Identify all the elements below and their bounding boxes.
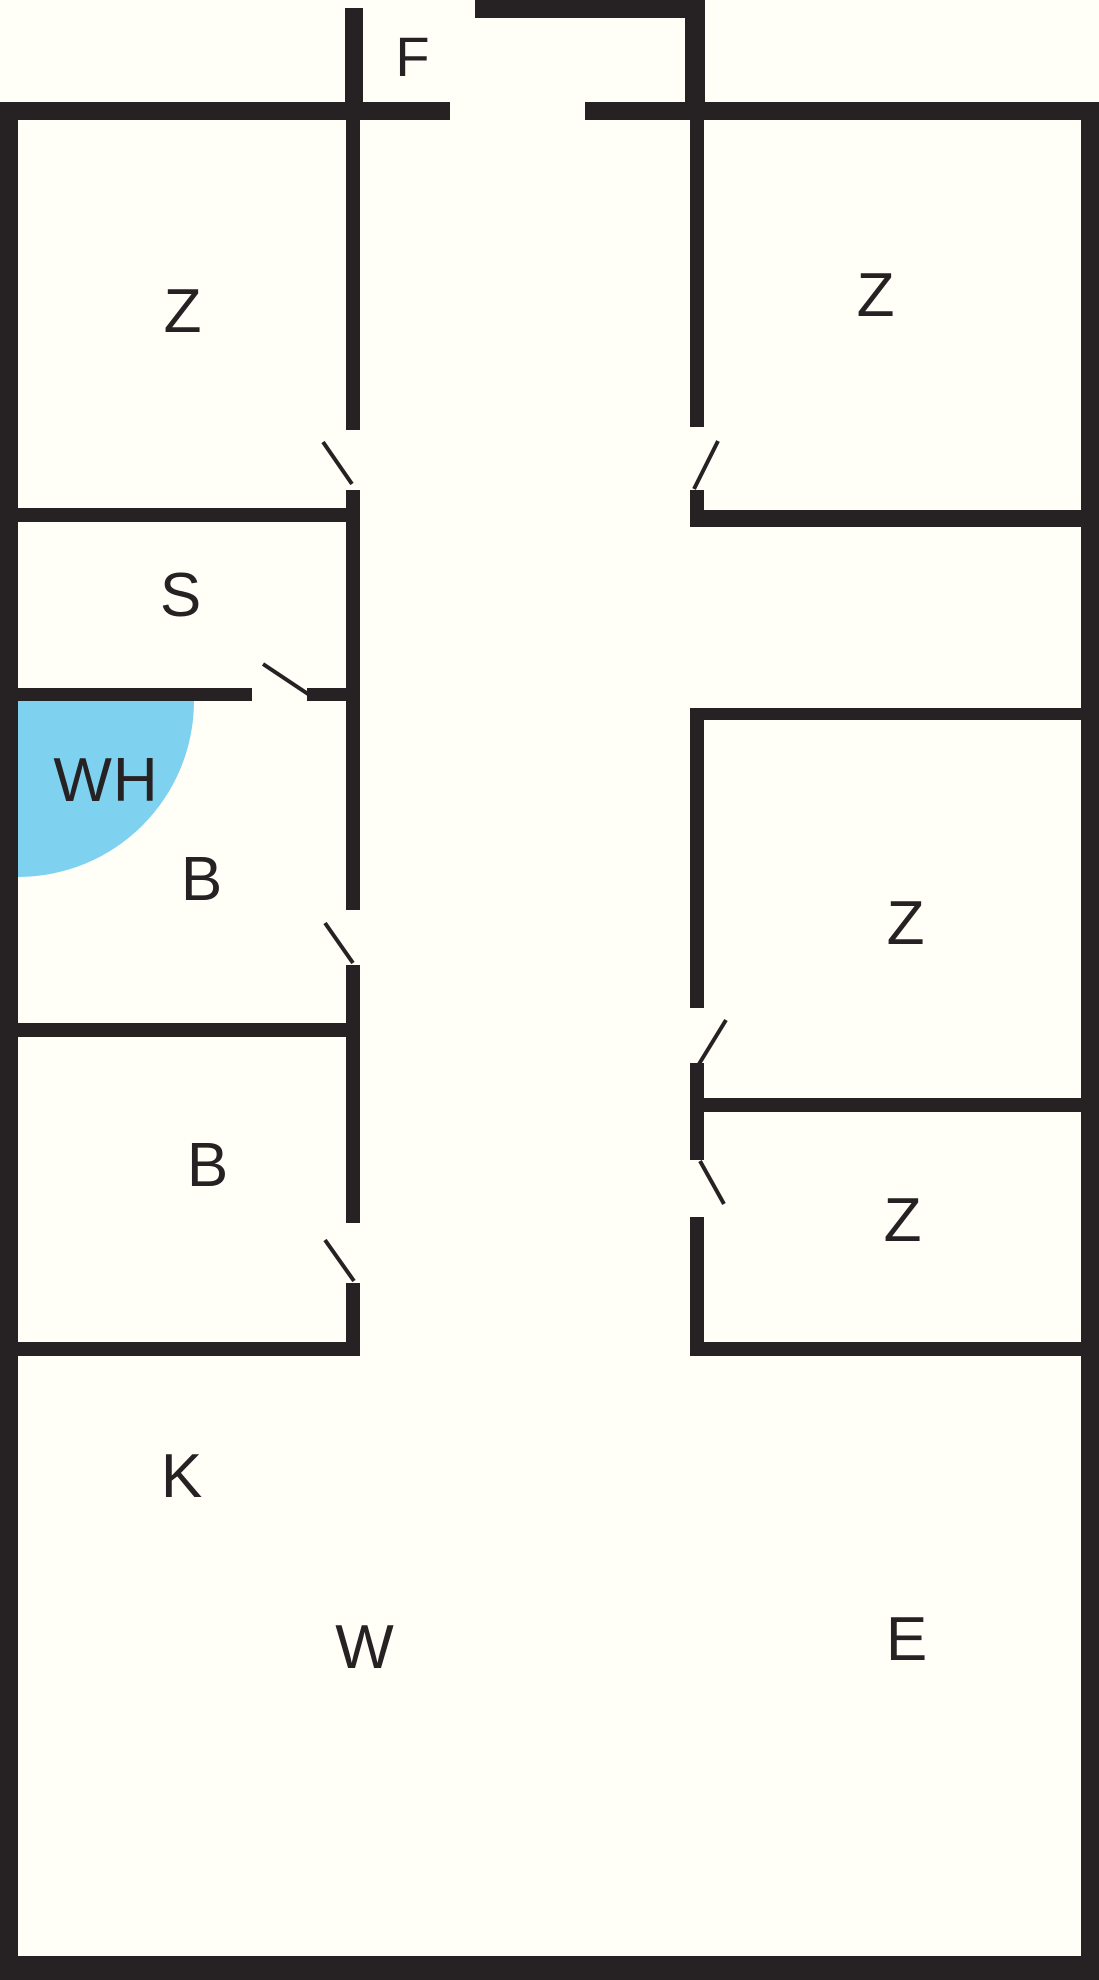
room-label-wh: WH [53, 746, 159, 815]
door-swing-s [261, 662, 310, 696]
z-top-right-bottom-wall [690, 510, 1081, 527]
door-swing-b-lower [323, 1238, 356, 1283]
room-label-z-mid-right: Z [886, 889, 926, 958]
corridor-right-wall-3 [690, 708, 704, 1008]
door-swing-b-upper [323, 921, 355, 965]
corridor-left-wall-1 [346, 120, 360, 430]
z-mid-right-top-wall [690, 708, 1081, 720]
room-label-z-top-left: Z [163, 277, 203, 346]
outer-wall-top-right-segment [585, 102, 1099, 120]
corridor-left-wall-3 [346, 965, 360, 1223]
door-swing-z-small-right [698, 1160, 726, 1205]
outer-wall-left [0, 102, 18, 1980]
outer-wall-top-left-segment [0, 102, 450, 120]
room-label-e: E [885, 1605, 929, 1674]
z-top-left-bottom-wall [0, 508, 360, 522]
outer-wall-right [1081, 102, 1099, 1980]
room-label-s: S [159, 561, 203, 630]
corridor-right-wall-6 [690, 1217, 704, 1356]
corridor-right-wall-5 [690, 1112, 704, 1160]
outer-wall-bottom [0, 1956, 1099, 1980]
vestibule-left-wall [345, 8, 363, 120]
z-small-right-bottom-wall [690, 1342, 1081, 1356]
door-swing-z-mid-right [697, 1018, 728, 1066]
corridor-left-wall-2 [346, 490, 360, 910]
vestibule-right-wall [685, 0, 705, 120]
room-label-z-small-right: Z [883, 1186, 923, 1255]
room-label-b-upper: B [180, 845, 224, 914]
room-label-z-top-right: Z [856, 261, 896, 330]
room-label-f: F [395, 25, 431, 88]
z-mid-z-small-divider-wall [690, 1098, 1081, 1112]
b-lower-bottom-wall [0, 1342, 360, 1356]
room-label-b-lower: B [186, 1131, 230, 1200]
room-label-w: W [335, 1613, 395, 1682]
corridor-right-wall-1 [690, 120, 704, 427]
door-swing-z-top-right [692, 440, 720, 490]
door-swing-z-top-left [321, 440, 354, 486]
room-label-k: K [160, 1442, 204, 1511]
corridor-left-wall-4 [346, 1283, 360, 1356]
b-upper-bottom-wall [0, 1023, 360, 1037]
vestibule-top-wall [475, 0, 705, 18]
s-bottom-wall-left [0, 688, 252, 701]
